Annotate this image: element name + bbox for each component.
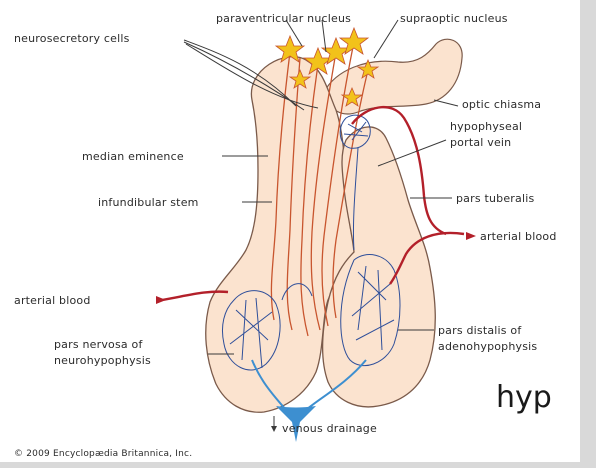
- label-adenohypophysis: adenohypophysis: [438, 340, 537, 353]
- label-arterial-blood-left: arterial blood: [14, 294, 91, 307]
- label-neurohypophysis: neurohypophysis: [54, 354, 151, 367]
- label-arterial-blood-right: arterial blood: [480, 230, 557, 243]
- copyright-notice: © 2009 Encyclopædia Britannica, Inc.: [14, 449, 192, 459]
- bottom-border: [0, 462, 596, 468]
- label-neurosecretory-cells: neurosecretory cells: [14, 32, 130, 45]
- right-border: [580, 0, 596, 468]
- label-median-eminence: median eminence: [82, 150, 184, 163]
- arrow-right-arterial: [466, 232, 476, 240]
- pituitary-diagram: paraventricular nucleus supraoptic nucle…: [6, 0, 580, 462]
- label-hypophyseal: hypophyseal: [450, 120, 522, 133]
- label-pars-distalis: pars distalis of: [438, 324, 522, 337]
- label-supraoptic-nucleus: supraoptic nucleus: [400, 12, 508, 25]
- diagram-panel: paraventricular nucleus supraoptic nucle…: [6, 0, 580, 462]
- label-pars-tuberalis: pars tuberalis: [456, 192, 534, 205]
- label-portal-vein: portal vein: [450, 136, 511, 149]
- label-venous-drainage: venous drainage: [282, 422, 377, 435]
- label-infundibular-stem: infundibular stem: [98, 196, 199, 209]
- venous-drainage-arrowhead: [271, 426, 277, 432]
- label-optic-chiasma: optic chiasma: [462, 98, 541, 111]
- overlay-text-hyp: hyp: [496, 380, 552, 415]
- arrow-left-arterial: [156, 296, 166, 304]
- label-pars-nervosa: pars nervosa of: [54, 338, 143, 351]
- label-paraventricular-nucleus: paraventricular nucleus: [216, 12, 351, 25]
